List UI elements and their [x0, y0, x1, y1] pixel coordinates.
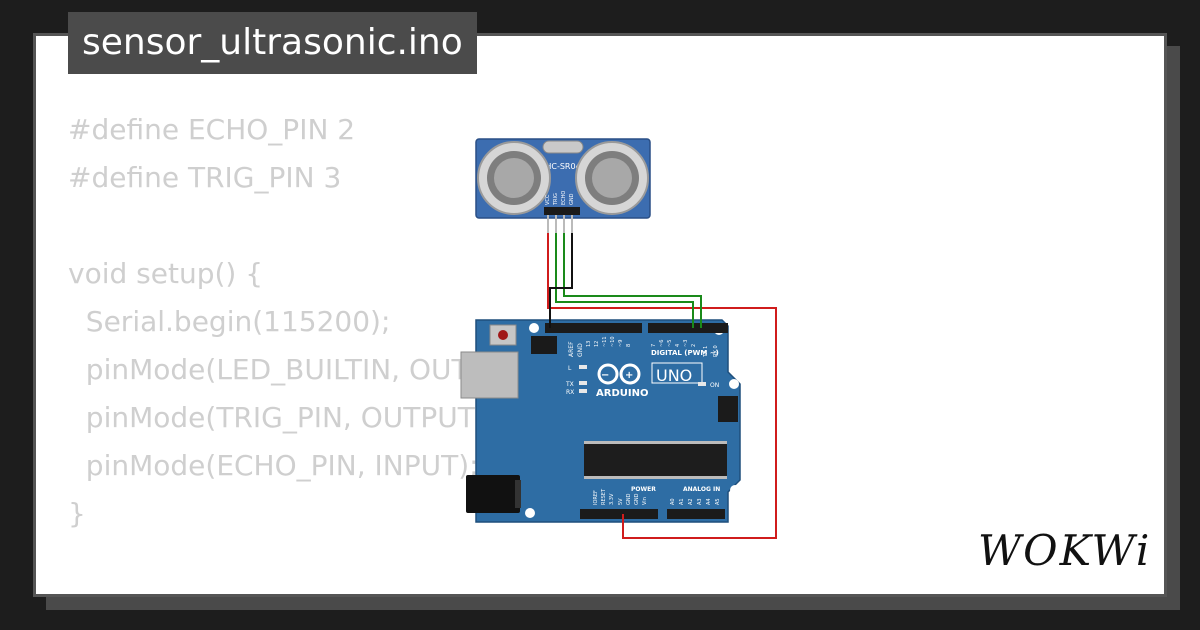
digital-pin-label: 7 — [651, 344, 657, 347]
power-pin-label: GND — [634, 493, 640, 505]
sketch-title: sensor_ultrasonic.ino — [68, 12, 477, 74]
analog-pin-label: A0 — [670, 498, 676, 505]
code-line: pinMode(TRIG_PIN, OUTPUT); — [68, 401, 496, 434]
digital-pin-label: ~11 — [602, 336, 608, 347]
power-pin-label: 5V — [618, 498, 624, 505]
wokwi-logo: WOKWi — [978, 526, 1152, 575]
led-on-label: ON — [710, 382, 719, 389]
code-line: void setup() { — [68, 257, 264, 290]
analog-pin-label: A2 — [688, 498, 694, 505]
wire-vcc — [547, 233, 777, 539]
analog-pin-label: A5 — [715, 498, 721, 505]
digital-pin-label: ~3 — [683, 340, 689, 347]
code-line: Serial.begin(115200); — [68, 305, 391, 338]
model-label: UNO — [656, 366, 692, 385]
led-tx-label: TX — [565, 381, 574, 388]
power-pin-label: RESET — [601, 488, 607, 505]
digital-header-label: DIGITAL (PWM ~) — [651, 349, 719, 357]
digital-pin-label: ~10 — [610, 336, 616, 347]
wire-gnd — [549, 233, 573, 328]
digital-pin-label: ~9 — [618, 340, 624, 347]
digital-pin-label: 12 — [594, 341, 600, 347]
digital-pin-label: 8 — [626, 344, 632, 347]
led-l-label: L — [568, 365, 572, 372]
led-rx-label: RX — [566, 389, 574, 396]
digital-pin-label: RX 0 — [713, 345, 719, 357]
analog-header-label: ANALOG IN — [683, 486, 720, 493]
svg-text:−: − — [601, 370, 609, 381]
sensor-pin-label: VCC — [545, 194, 551, 205]
analog-pin-label: A1 — [679, 498, 685, 505]
code-line: pinMode(ECHO_PIN, INPUT); — [68, 449, 479, 482]
digital-pin-label: ~6 — [659, 340, 665, 347]
code-line: float readDistanceCM() { — [68, 586, 543, 594]
preview-card: #define ECHO_PIN 2 #define TRIG_PIN 3 vo… — [33, 33, 1167, 597]
code-line: #define TRIG_PIN 3 — [68, 161, 342, 194]
arduino-uno-board[interactable]: AREF GND DIGITAL (PWM ~) L TX RX ON ARDU… — [460, 319, 741, 523]
digital-pin-label: ~5 — [667, 340, 673, 347]
code-line: } — [68, 497, 86, 530]
digital-pin-label: 4 — [675, 344, 681, 347]
digital-pin-label: 13 — [586, 341, 592, 347]
sensor-transducer-right — [575, 141, 649, 215]
brand-label: ARDUINO — [596, 388, 648, 399]
arduino-infinity-icon — [597, 363, 641, 385]
power-pin-label: Vin — [642, 497, 648, 505]
sensor-pin-label: TRIG — [553, 193, 559, 206]
sensor-pin-label: ECHO — [561, 191, 567, 205]
pin-label: GND — [577, 343, 584, 357]
power-header-label: POWER — [631, 486, 656, 493]
sensor-model-label: HC-SR04 — [545, 162, 580, 171]
digital-pin-label: TX 1 — [703, 346, 709, 358]
power-pin-label: GND — [626, 493, 632, 505]
svg-text:+: + — [625, 370, 633, 381]
wire-trig — [555, 233, 694, 328]
digital-pin-label: 2 — [691, 344, 697, 347]
analog-pin-label: A4 — [706, 498, 712, 505]
power-pin-label: IOREF — [593, 490, 599, 505]
wires — [547, 233, 777, 539]
sensor-pin-label: GND — [569, 193, 575, 205]
analog-pin-label: A3 — [697, 498, 703, 505]
ultrasonic-sensor[interactable]: HC-SR04 VCC TRIG ECHO GND — [475, 138, 651, 233]
pin-label: AREF — [568, 341, 575, 357]
sensor-transducer-left — [477, 141, 551, 215]
code-line: #define ECHO_PIN 2 — [68, 113, 356, 146]
power-pin-label: 3.3V — [609, 493, 615, 505]
wire-echo — [563, 233, 702, 328]
